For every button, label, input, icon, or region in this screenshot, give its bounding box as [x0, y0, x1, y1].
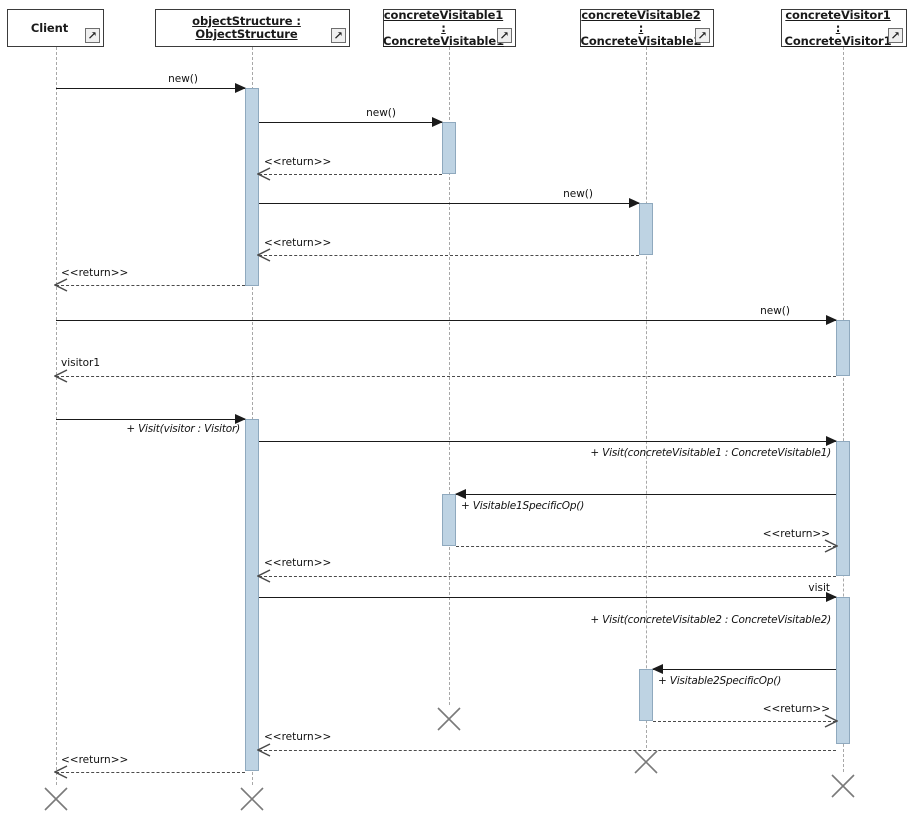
message-line	[456, 494, 836, 495]
external-link-icon[interactable]	[497, 28, 512, 43]
destruction-marker-concrete-visitable-2	[633, 749, 659, 775]
message-line	[56, 376, 836, 377]
arrowhead-solid-right	[826, 436, 837, 446]
message-label-msg-12: <<return>>	[762, 528, 830, 540]
arrowhead-solid-left	[455, 489, 466, 499]
message-label-msg-11: + Visitable1SpecificOp()	[461, 500, 585, 512]
arrowhead-solid-right	[235, 83, 246, 93]
message-label-msg-16: + Visitable2SpecificOp()	[658, 675, 782, 687]
message-line	[259, 122, 442, 123]
message-label-msg-1: new()	[168, 73, 198, 85]
external-link-icon[interactable]	[695, 28, 710, 43]
lifeline-label-concrete-visitor-1: concreteVisitor1 : ConcreteVisitor1	[784, 7, 892, 48]
arrowhead-open-right	[824, 539, 838, 553]
message-line	[56, 419, 245, 420]
arrowhead-solid-left	[652, 664, 663, 674]
message-line	[456, 546, 836, 547]
arrowhead-open-right	[824, 714, 838, 728]
destruction-marker-client	[43, 786, 69, 812]
message-line	[56, 88, 245, 89]
message-label-msg-9: + Visit(visitor : Visitor)	[126, 423, 240, 435]
lifeline-header-object-structure[interactable]: objectStructure : ObjectStructure	[155, 9, 350, 47]
arrowhead-open-left	[54, 369, 68, 383]
message-line	[56, 772, 245, 773]
message-label-msg-14: visit	[808, 582, 830, 594]
arrowhead-solid-right	[629, 198, 640, 208]
external-link-icon[interactable]	[85, 28, 100, 43]
lifeline-axis-concrete-visitor-1	[843, 47, 844, 772]
lifeline-label-client: Client	[30, 20, 69, 35]
message-label-msg-6: <<return>>	[61, 267, 129, 279]
lifeline-label-concrete-visitable-2: concreteVisitable2 : ConcreteVisitable2	[580, 7, 702, 48]
activation-bar-act-vis-2[interactable]	[836, 441, 850, 576]
message-label-msg-5: <<return>>	[264, 237, 332, 249]
arrowhead-open-left	[257, 569, 271, 583]
activation-bar-act-cv1-2[interactable]	[442, 494, 456, 546]
lifeline-axis-concrete-visitable-2	[646, 47, 647, 748]
activation-bar-act-os-2[interactable]	[245, 419, 259, 771]
lifeline-header-client[interactable]: Client	[7, 9, 104, 47]
lifeline-axis-object-structure	[252, 47, 253, 785]
message-label-msg-13: <<return>>	[264, 557, 332, 569]
message-label-msg-18: <<return>>	[264, 731, 332, 743]
arrowhead-solid-right	[826, 592, 837, 602]
message-label-msg-19: <<return>>	[61, 754, 129, 766]
arrowhead-open-left	[54, 765, 68, 779]
message-line	[259, 750, 836, 751]
message-label-msg-17: <<return>>	[762, 703, 830, 715]
activation-bar-act-cv2-2[interactable]	[639, 669, 653, 721]
activation-bar-act-cv1-1[interactable]	[442, 122, 456, 174]
activation-bar-act-vis-3[interactable]	[836, 597, 850, 744]
message-line	[56, 320, 836, 321]
lifeline-header-concrete-visitor-1[interactable]: concreteVisitor1 : ConcreteVisitor1	[781, 7, 907, 48]
arrowhead-solid-right	[826, 315, 837, 325]
external-link-icon[interactable]	[888, 28, 903, 43]
message-line	[653, 721, 836, 722]
lifeline-header-concrete-visitable-2[interactable]: concreteVisitable2 : ConcreteVisitable2	[580, 8, 714, 47]
arrowhead-solid-right	[235, 414, 246, 424]
destruction-marker-object-structure	[239, 786, 265, 812]
message-label-msg-7: new()	[760, 305, 790, 317]
lifeline-label-object-structure: objectStructure : ObjectStructure	[192, 14, 301, 41]
arrowhead-open-left	[257, 167, 271, 181]
message-line	[259, 576, 836, 577]
message-label-msg-15: + Visit(concreteVisitable2 : ConcreteVis…	[590, 614, 831, 626]
lifeline-label-concrete-visitable-1: concreteVisitable1 : ConcreteVisitable1	[383, 7, 504, 48]
activation-bar-act-vis-1[interactable]	[836, 320, 850, 376]
message-label-msg-10: + Visit(concreteVisitable1 : ConcreteVis…	[590, 447, 831, 459]
message-line	[259, 174, 442, 175]
message-line	[259, 597, 836, 598]
external-link-icon[interactable]	[331, 28, 346, 43]
message-line	[653, 669, 836, 670]
message-line	[259, 203, 639, 204]
arrowhead-open-left	[54, 278, 68, 292]
message-line	[259, 441, 836, 442]
arrowhead-solid-right	[432, 117, 443, 127]
message-line	[56, 285, 245, 286]
message-label-msg-4: new()	[563, 188, 593, 200]
lifeline-axis-client	[56, 47, 57, 785]
activation-bar-act-os-1[interactable]	[245, 88, 259, 286]
message-label-msg-2: new()	[366, 107, 396, 119]
message-line	[259, 255, 639, 256]
destruction-marker-concrete-visitor-1	[830, 773, 856, 799]
lifeline-header-concrete-visitable-1[interactable]: concreteVisitable1 : ConcreteVisitable1	[383, 8, 516, 47]
arrowhead-open-left	[257, 248, 271, 262]
activation-bar-act-cv2-1[interactable]	[639, 203, 653, 255]
arrowhead-open-left	[257, 743, 271, 757]
message-label-msg-8: visitor1	[61, 357, 101, 369]
destruction-marker-concrete-visitable-1	[436, 706, 462, 732]
message-label-msg-3: <<return>>	[264, 156, 332, 168]
